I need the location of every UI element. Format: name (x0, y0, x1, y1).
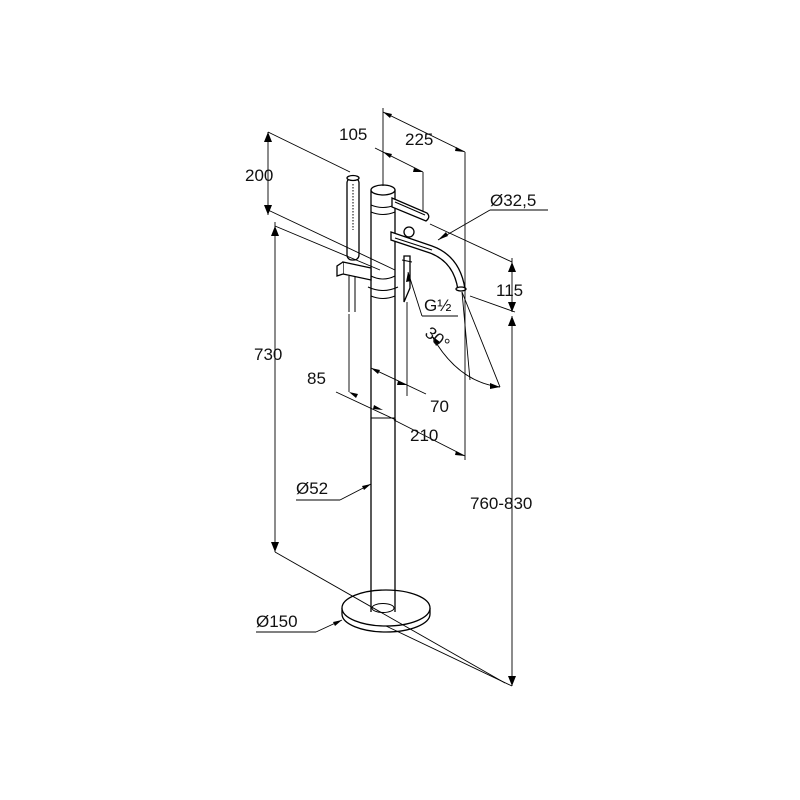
label-dia32-5: Ø32,5 (490, 191, 536, 210)
label-730: 730 (254, 345, 282, 364)
label-dia150: Ø150 (256, 612, 298, 631)
label-200: 200 (245, 166, 273, 185)
label-70: 70 (430, 397, 449, 416)
label-210: 210 (410, 426, 438, 445)
label-115: 115 (496, 281, 523, 300)
dimension-lines (256, 108, 548, 687)
dimension-labels: 105 225 200 Ø32,5 115 G½ 30° 730 85 70 2… (245, 125, 536, 631)
label-225: 225 (405, 130, 433, 149)
label-105: 105 (339, 125, 367, 144)
label-dia52: Ø52 (296, 479, 328, 498)
base-plate (341, 589, 431, 633)
riser-column (367, 184, 399, 612)
label-760-830: 760-830 (470, 494, 532, 513)
label-85: 85 (307, 369, 326, 388)
spout (390, 226, 467, 292)
label-angle-30: 30° (421, 323, 453, 354)
hand-shower (336, 174, 372, 312)
label-g-half: G½ (424, 296, 451, 315)
mixer-lever (391, 197, 430, 222)
